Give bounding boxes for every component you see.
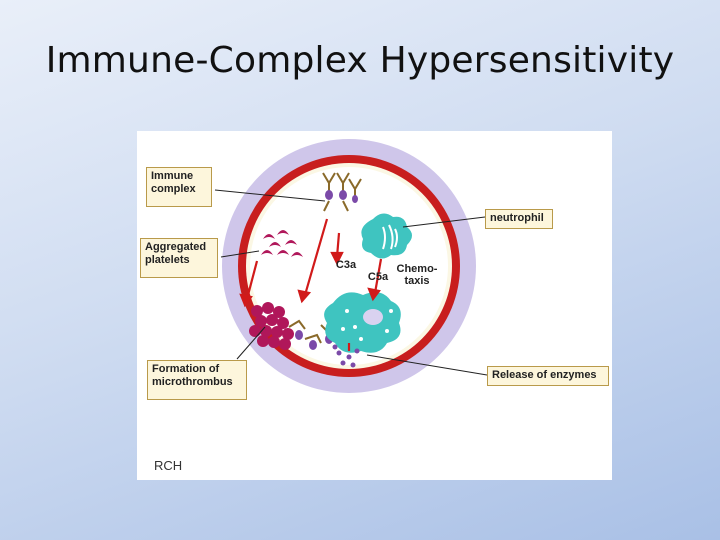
adherent-neutrophil-icon: [324, 292, 401, 353]
pathway-arrows: [239, 218, 383, 351]
callout-aggregated-platelets: Aggregated platelets: [140, 238, 218, 278]
enzyme-dots-icon: [332, 344, 360, 368]
callout-neutrophil: neutrophil: [485, 209, 553, 229]
callout-immune-complex: Immune complex: [146, 167, 212, 207]
slide-title: Immune-Complex Hypersensitivity: [45, 40, 675, 81]
immune-complex-icon: [322, 172, 362, 212]
label-chemotaxis: Chemo- taxis: [396, 263, 438, 287]
microthrombus-icon: [249, 302, 294, 350]
label-c3a: C3a: [335, 259, 357, 271]
leader-lines: [214, 189, 488, 376]
label-c5a: C5a: [367, 271, 389, 283]
aggregated-platelets-icon: [261, 230, 303, 257]
diagram-figure: Immune complex Aggregated platelets Form…: [137, 131, 612, 480]
blood-vessel-diagram: [214, 139, 488, 393]
credit-label: RCH: [154, 458, 183, 473]
callout-formation-microthrombus: Formation of microthrombus: [147, 360, 247, 400]
neutrophil-icon: [361, 213, 412, 259]
callout-release-enzymes: Release of enzymes: [487, 366, 609, 386]
